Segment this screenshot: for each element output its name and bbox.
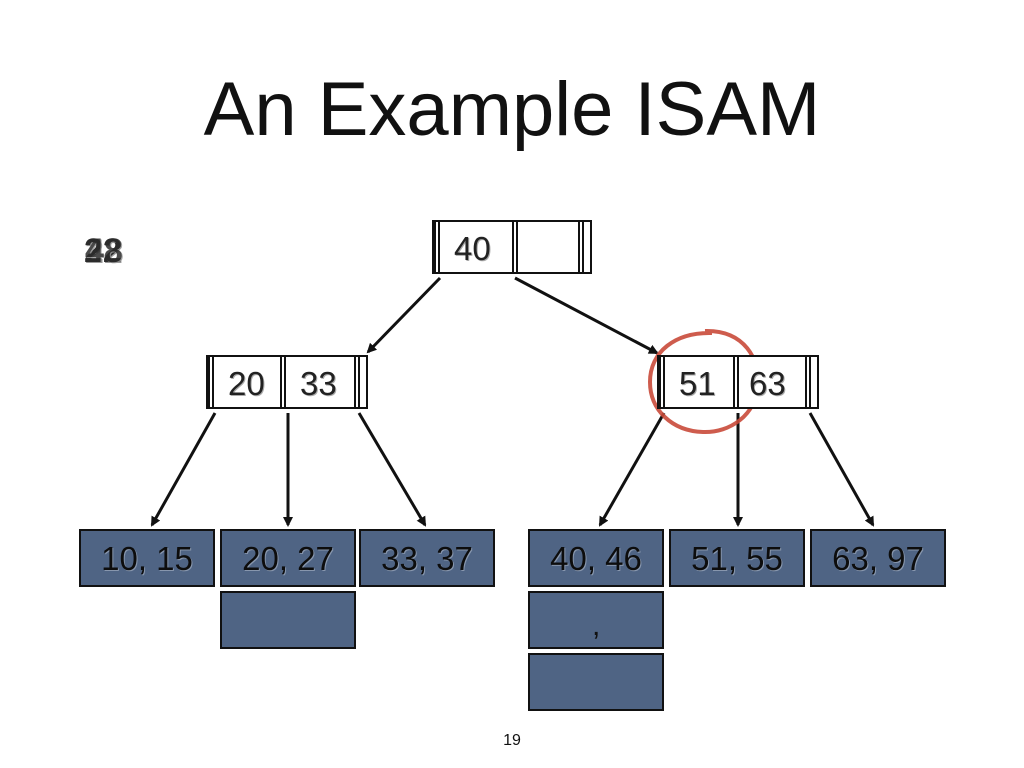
overlay-digit-b: 48 [85,232,123,270]
left-index-key-1: 20 [228,365,265,402]
arrow-root-right [514,276,659,355]
right-index-key-1: 51 [679,365,716,402]
leaf-page: 63, 97 [810,529,946,587]
arrow-left-3 [357,412,427,527]
overflow-comma: , [592,609,601,642]
slide-title: An Example ISAM [203,67,821,152]
page-number: 19 [503,732,521,749]
index-node-right: 51 63 [657,355,819,409]
arrow-root-left [366,276,442,354]
leaf-page: 33, 37 [359,529,495,587]
root-node: 40 [432,220,592,274]
arrow-left-1 [150,412,217,527]
arrow-right-1 [598,412,666,527]
root-key-1: 40 [454,230,491,267]
right-index-key-2: 63 [749,365,786,402]
leaf-page: 20, 27 [220,529,356,587]
overflow-page: , [528,591,664,649]
overlay-digit-a: 22 [84,232,122,270]
overflow-page [220,591,356,649]
index-node-left: 20 33 [206,355,368,409]
leaf-page: 10, 15 [79,529,215,587]
left-index-key-2: 33 [300,365,337,402]
leaf-page: 40, 46 [528,529,664,587]
arrow-right-3 [808,412,875,527]
overlapping-numbers: 22 48 [84,232,144,272]
overflow-page [528,653,664,711]
leaf-page: 51, 55 [669,529,805,587]
